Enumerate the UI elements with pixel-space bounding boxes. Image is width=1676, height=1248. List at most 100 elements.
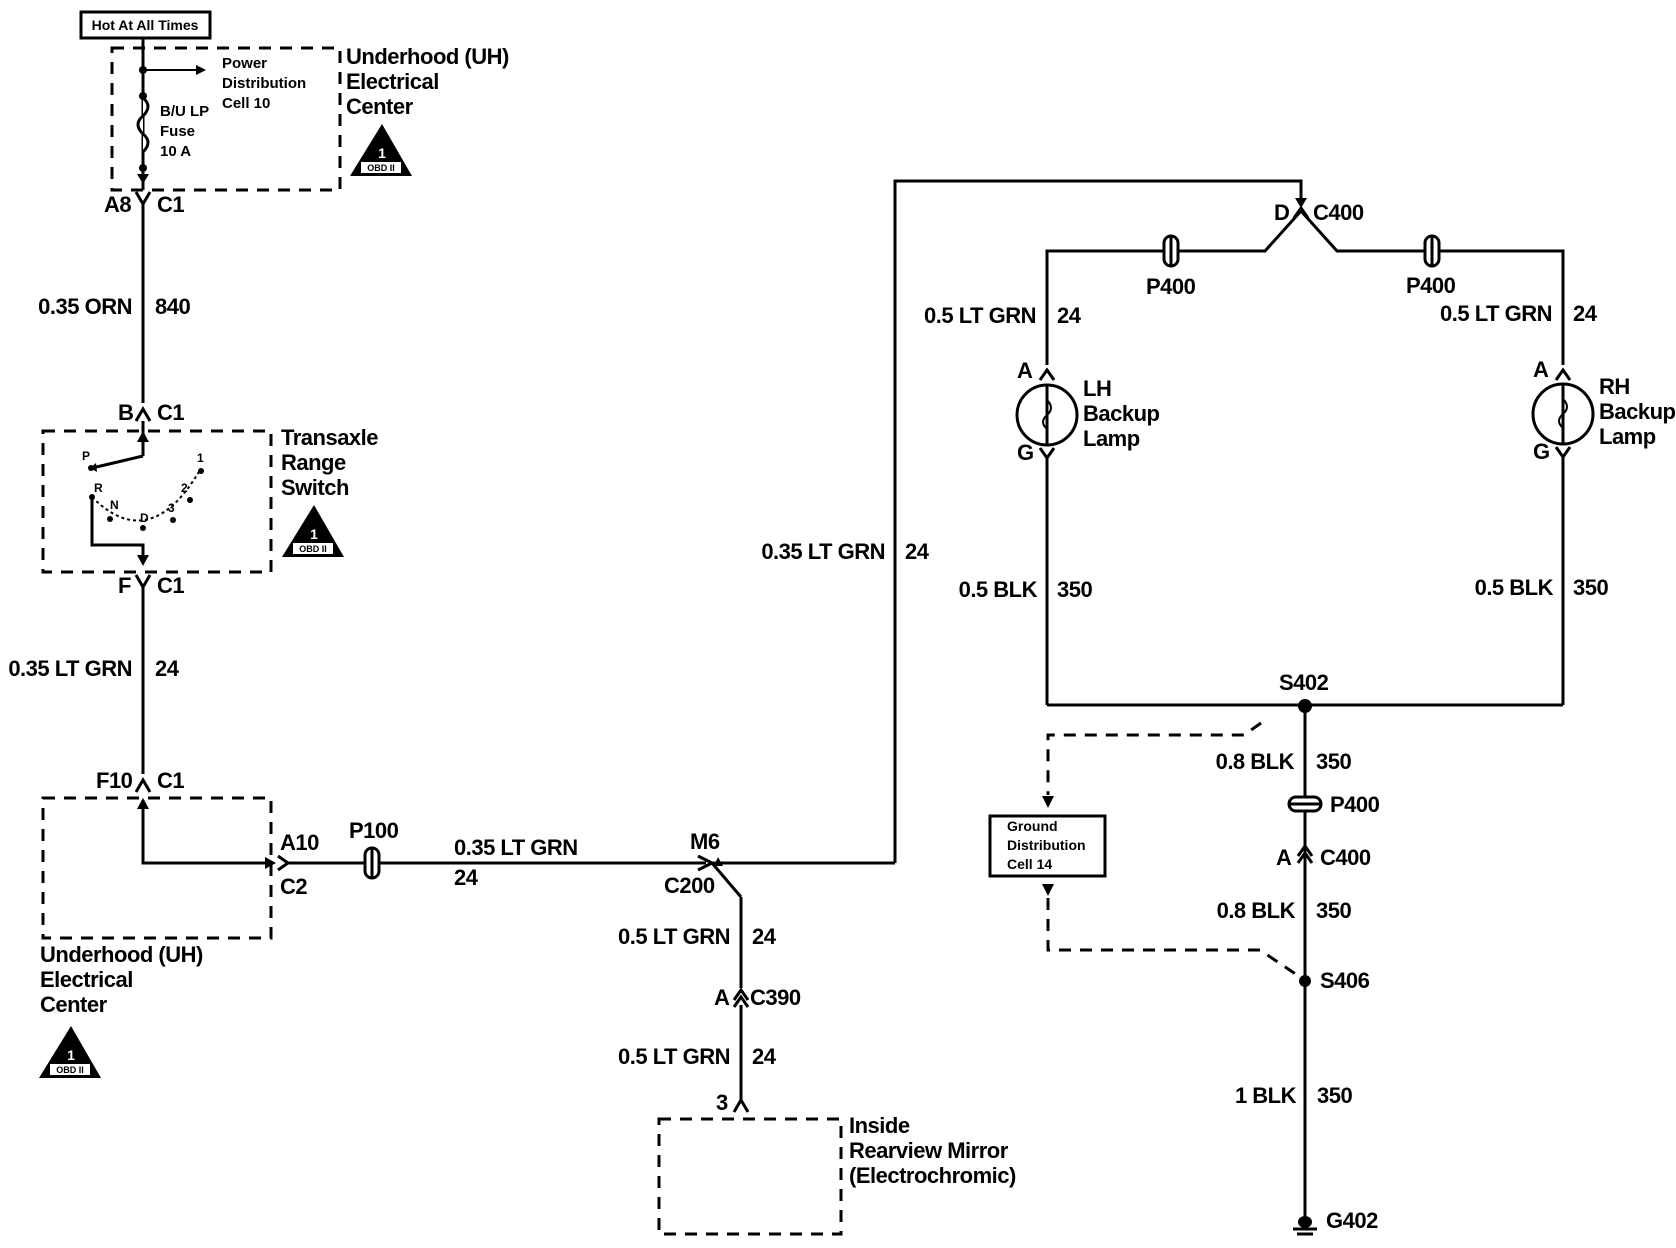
- wire-g3-gauge: 1 BLK: [1235, 1083, 1297, 1108]
- wire-up-circuit: 24: [905, 539, 930, 564]
- svg-text:OBD II: OBD II: [299, 544, 327, 554]
- power-dist-line1: Power: [222, 55, 267, 72]
- svg-text:OBD II: OBD II: [367, 163, 395, 173]
- g402-label: G402: [1326, 1208, 1378, 1233]
- rh-wire-circuit: 24: [1573, 301, 1598, 326]
- wire5-gauge: 0.5 LT GRN: [618, 1044, 730, 1069]
- uh-bottom-title1: Underhood (UH): [40, 942, 203, 967]
- pin-f10: F10: [96, 768, 133, 793]
- ground-distribution-box: Ground Distribution Cell 14: [988, 814, 1107, 878]
- uh-top-title3: Center: [346, 94, 414, 119]
- lh-pin-a: A: [1017, 358, 1033, 383]
- p400-right-passthrough-icon: [1423, 234, 1441, 268]
- pin-m6: M6: [690, 829, 720, 854]
- wire5-circuit: 24: [752, 1044, 777, 1069]
- pin-f: F: [118, 573, 131, 598]
- svg-text:Hot At All Times: Hot At All Times: [92, 17, 199, 33]
- svg-text:1: 1: [378, 145, 386, 161]
- conn-c400-bottom: C400: [1320, 845, 1371, 870]
- conn-c1-b: C1: [157, 400, 184, 425]
- lh-wire-circuit: 24: [1057, 303, 1082, 328]
- p400-left-label: P400: [1146, 274, 1196, 299]
- p100-label: P100: [349, 818, 399, 843]
- uh-top-title2: Electrical: [346, 69, 439, 94]
- s406-splice-dot: [1299, 975, 1311, 987]
- svg-text:Distribution: Distribution: [1007, 837, 1086, 853]
- obd-warning-icon: OBD II 1: [350, 124, 412, 176]
- wire-g2-circuit: 350: [1316, 898, 1351, 923]
- svg-text:OBD II: OBD II: [56, 1065, 84, 1075]
- fuse-icon: [136, 96, 150, 154]
- mirror-title3: (Electrochromic): [849, 1163, 1016, 1188]
- uh-bottom-title2: Electrical: [40, 967, 133, 992]
- lh-lamp-bulb-icon: [1015, 383, 1079, 447]
- wire4-circuit: 24: [752, 924, 777, 949]
- pin-a10: A10: [280, 830, 319, 855]
- wire3-circuit: 24: [454, 865, 479, 890]
- lh-gnd-circuit: 350: [1057, 577, 1092, 602]
- pos-1: 1: [197, 451, 204, 465]
- trs-title1: Transaxle: [281, 425, 378, 450]
- uh-top-title1: Underhood (UH): [346, 44, 509, 69]
- power-dist-line2: Distribution: [222, 75, 306, 92]
- rh-pin-g: G: [1533, 439, 1550, 464]
- uh-top-box: [110, 46, 342, 192]
- obd-warning-icon: OBD II 1: [282, 505, 344, 557]
- mirror-title2: Rearview Mirror: [849, 1138, 1009, 1163]
- ground-icon: [1293, 1216, 1317, 1236]
- uh-bottom-box: [41, 796, 273, 940]
- trs-title2: Range: [281, 450, 346, 475]
- rh-title2: Backup: [1599, 399, 1676, 424]
- p400-bottom-passthrough-icon: [1287, 795, 1323, 813]
- fuse-line2: Fuse: [160, 123, 195, 140]
- pos-n: N: [110, 498, 119, 512]
- rh-gnd-circuit: 350: [1573, 575, 1608, 600]
- svg-text:Cell 14: Cell 14: [1007, 856, 1052, 872]
- conn-c1-a8: C1: [157, 192, 184, 217]
- conn-c1-f10: C1: [157, 768, 184, 793]
- lh-wire-gauge: 0.5 LT GRN: [924, 303, 1036, 328]
- wire-g2-gauge: 0.8 BLK: [1217, 898, 1296, 923]
- pin-d-c400: D: [1274, 200, 1289, 225]
- conn-c400-top: C400: [1313, 200, 1364, 225]
- rh-gnd-gauge: 0.5 BLK: [1475, 575, 1554, 600]
- lh-title3: Lamp: [1083, 426, 1140, 451]
- s402-label: S402: [1279, 670, 1329, 695]
- pin-a-c400-bottom: A: [1276, 845, 1292, 870]
- wire-g1-circuit: 350: [1316, 749, 1351, 774]
- obd-warning-icon: OBD II 1: [39, 1026, 101, 1078]
- svg-text:1: 1: [67, 1047, 75, 1063]
- transaxle-range-switch-box: [41, 429, 273, 574]
- wire-up-gauge: 0.35 LT GRN: [761, 539, 885, 564]
- pin-a-c390: A: [714, 985, 730, 1010]
- svg-text:1: 1: [310, 526, 318, 542]
- s406-label: S406: [1320, 968, 1370, 993]
- pin-a8: A8: [104, 192, 131, 217]
- lh-pin-g: G: [1017, 440, 1034, 465]
- wire-24-gauge: 0.35 LT GRN: [8, 656, 132, 681]
- wire-840-gauge: 0.35 ORN: [38, 294, 132, 319]
- conn-c2: C2: [280, 874, 307, 899]
- wire4-gauge: 0.5 LT GRN: [618, 924, 730, 949]
- pos-d: D: [140, 511, 149, 525]
- pos-3: 3: [168, 501, 175, 515]
- lh-title1: LH: [1083, 376, 1111, 401]
- wire-24-circuit: 24: [155, 656, 180, 681]
- rh-title3: Lamp: [1599, 424, 1656, 449]
- wire-g1-gauge: 0.8 BLK: [1216, 749, 1295, 774]
- rh-wire-gauge: 0.5 LT GRN: [1440, 301, 1552, 326]
- wire3-gauge: 0.35 LT GRN: [454, 835, 578, 860]
- wire-840-circuit: 840: [155, 294, 190, 319]
- wire-g3-circuit: 350: [1317, 1083, 1352, 1108]
- conn-c390: C390: [750, 985, 801, 1010]
- fuse-line1: B/U LP: [160, 103, 209, 120]
- rh-title1: RH: [1599, 374, 1630, 399]
- mirror-title1: Inside: [849, 1113, 910, 1138]
- lh-title2: Backup: [1083, 401, 1160, 426]
- lh-gnd-gauge: 0.5 BLK: [959, 577, 1038, 602]
- inside-rearview-mirror-box: [657, 1117, 843, 1236]
- p400-left-passthrough-icon: [1162, 234, 1180, 268]
- pos-p: P: [82, 449, 90, 463]
- pin-3-mirror: 3: [716, 1090, 728, 1115]
